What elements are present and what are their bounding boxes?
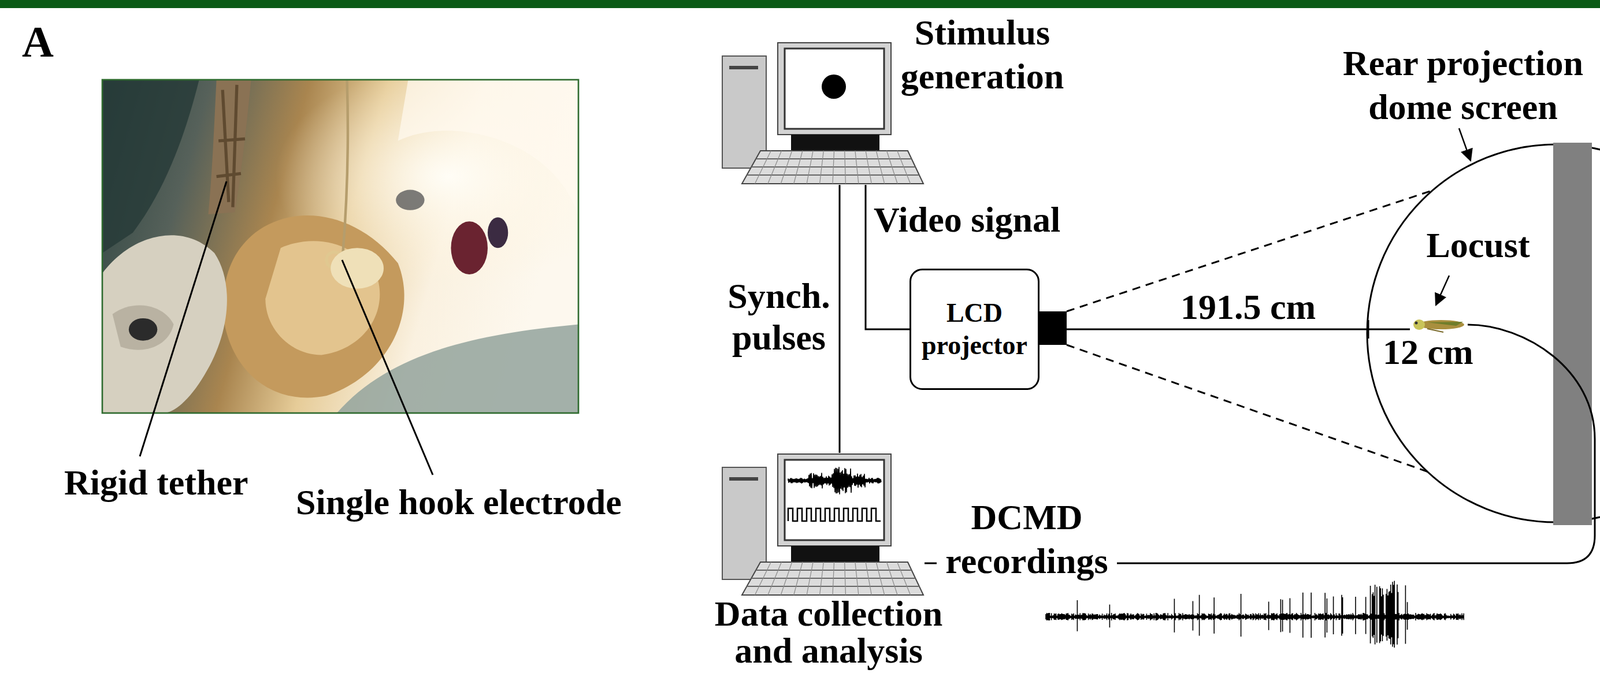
drawing-part [741,562,924,596]
drawing-part [832,150,835,184]
drawing-part [865,150,872,184]
drawing-part [875,562,885,596]
drawing-part [216,84,245,208]
connector [1039,328,1410,331]
leader-line [139,181,227,457]
drawing-part [102,235,228,414]
drawing-part [791,546,880,563]
drawing-part [754,562,771,596]
drawing-part [1413,319,1425,330]
drawing-part [102,79,200,254]
drawing-part [1427,328,1444,333]
drawing-part [767,150,782,184]
drawing-part [741,150,924,184]
drawing-part [806,150,814,184]
drawing-part [102,79,579,414]
part-label: Rigid tether [64,461,249,504]
drawing-part [128,318,158,341]
connector-label: DCMD recordings [936,495,1117,584]
drawing-part [777,42,892,135]
drawing-part [788,508,881,522]
drawing-part [832,562,835,596]
locust-node: Locust [1409,314,1468,335]
drawing-part [844,562,846,596]
drawing-part [791,134,880,151]
drawing-part [819,562,824,596]
drawing-part [780,562,792,596]
drawing-part [767,562,782,596]
computer-icon [721,41,925,185]
drawing-part [487,217,508,248]
top-bar [0,0,1600,9]
computer-icon [721,453,925,599]
locust-photo [102,64,623,414]
pointer-arrow [1459,128,1471,161]
drawing-part [886,562,898,596]
drawing-part [855,150,859,184]
drawing-part [780,150,792,184]
connector [839,184,841,454]
drawing-part [395,190,425,211]
spike-trace [1045,581,1464,649]
leader-line [342,260,433,475]
drawing-part [897,562,911,596]
projector-lens [1036,311,1067,345]
drawing-part [855,562,859,596]
dimension-label: 12 cm [1382,333,1474,370]
locust-icon [1409,314,1468,335]
drawing-part [793,150,803,184]
drawing-part [1415,321,1418,325]
connector-label: 191.5 cm [1180,288,1316,325]
drawing-part [865,562,872,596]
stimulus-computer: Stimulus generation [721,41,925,185]
projector-box: LCD projector [909,268,1040,391]
part-label: Rear projection dome screen [1335,41,1591,129]
analysis-computer: Data collection and analysis [721,453,925,599]
drawing-part [1427,321,1464,326]
drawing-part [342,79,348,254]
drawing-part [788,466,882,495]
drawing-part [777,454,892,547]
drawing-part [793,562,803,596]
drawing-part [208,79,252,215]
pointer-arrow [1435,275,1450,306]
drawing-part [102,79,579,414]
connector-label: Synch. pulses [724,275,834,359]
drawing-part [450,221,488,275]
drawing-part [398,79,579,223]
drawing-part [821,74,846,99]
drawing-part [806,562,814,596]
drawing-part [754,150,771,184]
node-caption: Data collection and analysis [701,595,956,670]
drawing-part [844,150,846,184]
part-label: Single hook electrode [295,480,622,524]
drawing-part [729,477,759,481]
screen-panel [1553,142,1592,526]
panel-letter: A [21,19,54,64]
connector-label: Video signal [873,198,1061,241]
drawing-part [223,215,405,398]
drawing-part [784,459,885,541]
drawing-part [784,48,885,129]
projection-ray [1066,344,1429,473]
box-label: LCD projector [915,297,1034,362]
drawing-part [819,150,824,184]
drawing-part [729,65,759,70]
drawing-part [886,150,898,184]
drawing-part [875,150,885,184]
drawing-part [330,247,384,289]
drawing-part [112,305,174,350]
drawing-part [897,150,911,184]
node-caption: Stimulus generation [884,10,1081,99]
node-caption: Locust [1423,223,1533,267]
